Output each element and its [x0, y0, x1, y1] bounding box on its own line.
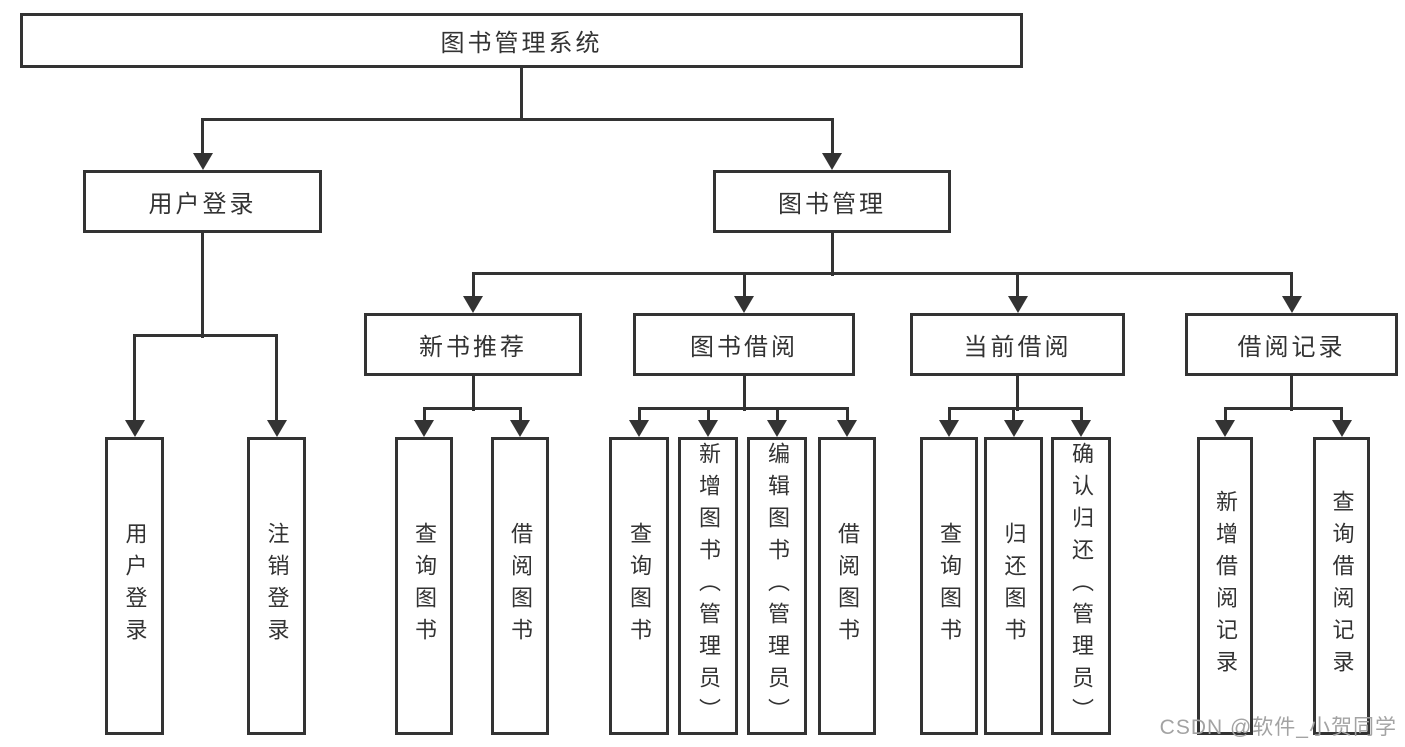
- node-label: 注销登录: [264, 522, 290, 650]
- node-label: 查询图书: [412, 522, 437, 650]
- leaf-user-login: 用户登录: [105, 437, 164, 735]
- arrow-down-icon: [698, 420, 718, 437]
- arrow-down-icon: [124, 420, 145, 437]
- csdn-watermark: CSDN @软件_小贺同学: [1159, 716, 1397, 739]
- connector-line: [471, 376, 475, 411]
- arrow-down-icon: [1215, 420, 1235, 437]
- connector-line: [133, 333, 278, 337]
- connector-line: [422, 406, 522, 410]
- connector-line: [637, 406, 849, 410]
- connector-line: [830, 233, 834, 276]
- connector-line: [201, 117, 834, 121]
- arrow-down-icon: [1281, 296, 1302, 313]
- arrow-down-icon: [510, 420, 530, 437]
- leaf-borrow-book: 借阅图书: [818, 437, 876, 735]
- connector-line: [471, 273, 475, 298]
- connector-line: [520, 68, 523, 121]
- arrow-down-icon: [192, 153, 213, 170]
- leaf-logout: 注销登录: [247, 437, 306, 735]
- node-label: 新书推荐: [419, 334, 527, 361]
- arrow-down-icon: [414, 420, 434, 437]
- node-label: 当前借阅: [963, 334, 1072, 361]
- leaf-add-borrow-record: 新增借阅记录: [1197, 437, 1253, 735]
- connector-line: [1223, 406, 1343, 410]
- node-label: 新增图书（管理员）: [696, 442, 721, 730]
- connector-line: [471, 271, 1293, 275]
- arrow-down-icon: [767, 420, 787, 437]
- node-label: 新增借阅记录: [1213, 490, 1238, 682]
- arrow-down-icon: [1003, 420, 1024, 437]
- leaf-add-book-admin: 新增图书（管理员）: [678, 437, 738, 735]
- arrow-down-icon: [1071, 420, 1091, 437]
- arrow-down-icon: [734, 296, 754, 313]
- node-book-borrow: 图书借阅: [633, 313, 855, 376]
- connector-line: [201, 118, 204, 155]
- node-label: 图书借阅: [690, 334, 798, 361]
- connector-line: [947, 408, 951, 422]
- node-book-management: 图书管理: [713, 170, 951, 233]
- connector-line: [1223, 408, 1227, 422]
- node-label: 借阅记录: [1237, 334, 1346, 361]
- node-label: 借阅图书: [508, 522, 533, 650]
- node-root-system: 图书管理系统: [20, 13, 1023, 68]
- arrow-down-icon: [629, 420, 649, 437]
- node-user-login: 用户登录: [83, 170, 322, 233]
- connector-line: [275, 335, 278, 422]
- connector-line: [742, 376, 746, 411]
- leaf-borrow-book-recommend: 借阅图书: [491, 437, 549, 735]
- connector-line: [1079, 408, 1083, 422]
- leaf-query-book-borrow: 查询图书: [609, 437, 669, 735]
- node-new-book-recommend: 新书推荐: [364, 313, 582, 376]
- connector-line: [637, 408, 641, 422]
- connector-line: [1290, 273, 1293, 298]
- node-borrow-record: 借阅记录: [1185, 313, 1398, 376]
- node-label: 用户登录: [148, 191, 257, 218]
- arrow-down-icon: [463, 296, 483, 313]
- arrow-down-icon: [939, 420, 959, 437]
- connector-line: [201, 233, 204, 338]
- arrow-down-icon: [822, 153, 842, 170]
- connector-line: [742, 273, 746, 298]
- connector-line: [518, 408, 522, 422]
- leaf-edit-book-admin: 编辑图书（管理员）: [747, 437, 807, 735]
- leaf-confirm-return-admin: 确认归还（管理员）: [1051, 437, 1111, 735]
- connector-line: [947, 406, 1083, 410]
- arrow-down-icon: [1007, 296, 1028, 313]
- connector-line: [830, 118, 834, 155]
- node-label: 借阅图书: [835, 522, 860, 650]
- node-label: 编辑图书（管理员）: [765, 442, 790, 730]
- node-label: 用户登录: [122, 522, 148, 650]
- leaf-query-book-current: 查询图书: [920, 437, 978, 735]
- connector-line: [775, 408, 779, 422]
- arrow-down-icon: [1331, 420, 1352, 437]
- connector-line: [133, 335, 136, 422]
- connector-line: [1016, 273, 1019, 298]
- connector-line: [1016, 376, 1019, 411]
- arrow-down-icon: [266, 420, 287, 437]
- connector-line: [1290, 376, 1293, 411]
- connector-line: [422, 408, 426, 422]
- node-label: 查询图书: [627, 522, 652, 650]
- node-label: 图书管理: [778, 191, 886, 218]
- node-label: 归还图书: [1001, 522, 1027, 650]
- connector-line: [1012, 408, 1015, 422]
- node-label: 查询图书: [937, 522, 962, 650]
- connector-line: [1340, 408, 1343, 422]
- connector-line: [845, 408, 849, 422]
- connector-line: [706, 408, 710, 422]
- arrow-down-icon: [837, 420, 857, 437]
- node-current-borrow: 当前借阅: [910, 313, 1125, 376]
- node-label: 图书管理系统: [440, 30, 603, 57]
- node-label: 查询借阅记录: [1329, 490, 1355, 682]
- leaf-return-book: 归还图书: [984, 437, 1043, 735]
- node-label: 确认归还（管理员）: [1069, 442, 1094, 730]
- leaf-query-borrow-record: 查询借阅记录: [1313, 437, 1370, 735]
- leaf-query-book-recommend: 查询图书: [395, 437, 453, 735]
